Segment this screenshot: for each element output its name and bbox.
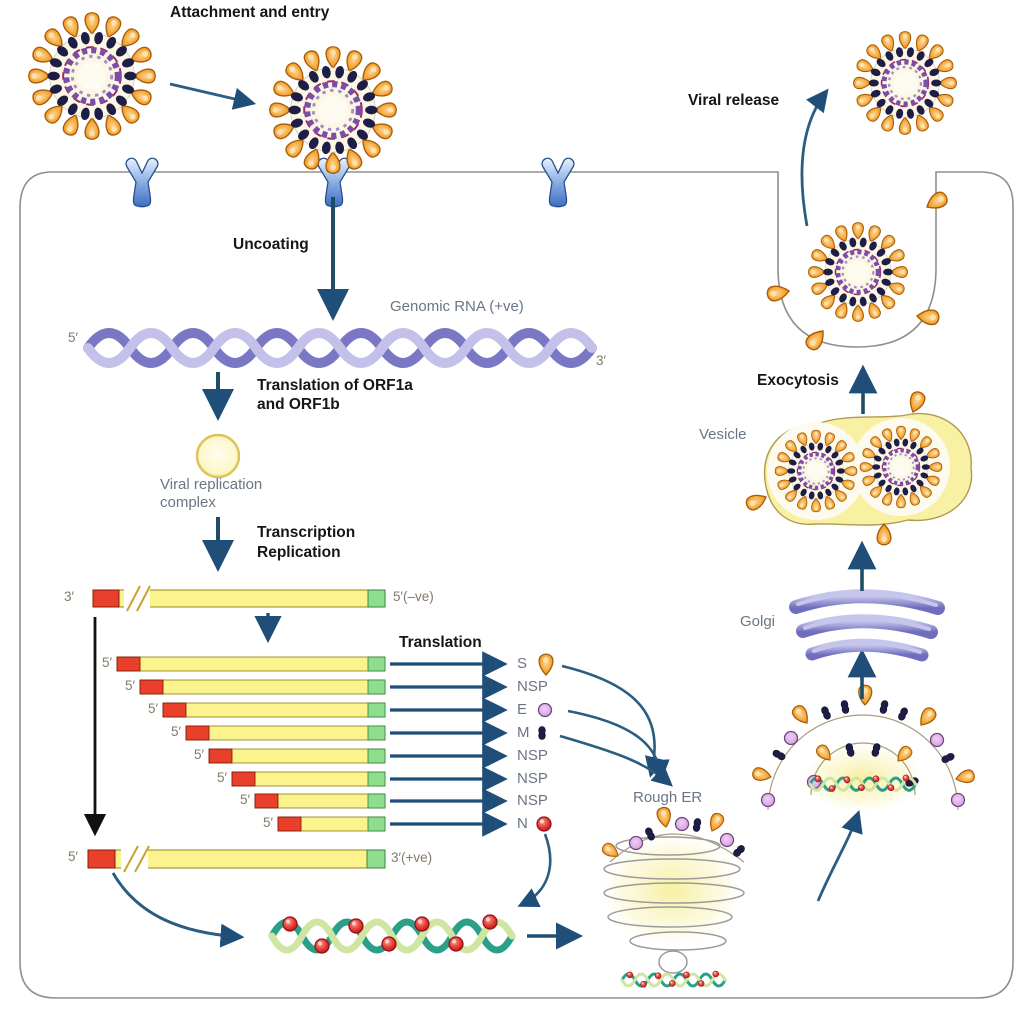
genomic-rna-label: Genomic RNA (+ve) xyxy=(390,298,524,315)
transcription-label: Transcription xyxy=(257,524,356,541)
product-label-nsp: NSP xyxy=(517,678,548,695)
vesicle-label: Vesicle xyxy=(699,426,747,443)
golgi-label: Golgi xyxy=(740,613,776,630)
translation-orf-label-line2: and ORF1b xyxy=(257,396,340,413)
attaching-virion xyxy=(270,47,396,173)
mrna-5prime-label: 5′ xyxy=(170,724,181,739)
viral-release-label: Viral release xyxy=(688,92,780,109)
released-virion xyxy=(854,32,957,135)
genome-3prime-label: 3′ xyxy=(596,353,607,368)
uncoating-label: Uncoating xyxy=(233,236,309,253)
viral-release-arrow xyxy=(800,88,829,227)
n-to-helix-arrow xyxy=(517,833,552,908)
nucleocapsid-protein-icon xyxy=(536,816,552,832)
receptor-icon xyxy=(125,157,159,208)
rough-er-label: Rough ER xyxy=(633,789,703,806)
mrna-5prime-label: 5′ xyxy=(239,792,250,807)
mrna-5prime-label: 5′ xyxy=(147,701,158,716)
receptor-icon xyxy=(541,157,575,208)
mrna-5prime-label: 5′ xyxy=(262,815,273,830)
membrane-protein-icon xyxy=(538,726,546,740)
rough-er xyxy=(598,805,747,974)
protein-to-er-arrows xyxy=(559,664,673,787)
free-virion xyxy=(29,13,155,139)
product-label-e: E xyxy=(517,701,528,718)
replication-label: Replication xyxy=(257,544,341,561)
exocytosis-label: Exocytosis xyxy=(757,372,839,389)
vesicle xyxy=(743,389,973,546)
product-label-nsp: NSP xyxy=(517,747,548,764)
replication-complex-label-line2: complex xyxy=(160,494,216,511)
product-label-s: S xyxy=(517,655,528,672)
mrna-5prime-label: 5′ xyxy=(193,747,204,762)
mrna-ladder-bars xyxy=(116,656,386,832)
mrna-5prime-label: 5′ xyxy=(124,678,135,693)
mrna-5prime-label: 5′ xyxy=(216,770,227,785)
translation-arrows xyxy=(390,651,508,837)
pocket-virion xyxy=(809,223,908,322)
pos-strand-5prime-label: 5′ xyxy=(68,849,79,864)
negative-strand-bar xyxy=(92,585,386,612)
to-budding-arrow xyxy=(816,810,863,902)
spike-protein-icon xyxy=(538,653,554,676)
envelope-protein-icon xyxy=(537,702,553,718)
genome-to-helix-arrow xyxy=(111,872,245,948)
nucleocapsid-helix xyxy=(272,915,512,953)
cell-membrane-outline xyxy=(19,171,1014,999)
vesicle-virion xyxy=(775,430,857,512)
attachment-arrow xyxy=(169,82,257,110)
product-label-m: M xyxy=(517,724,530,741)
product-label-n: N xyxy=(517,815,528,832)
genome-5prime-label: 5′ xyxy=(68,330,79,345)
translation-orf-label-line1: Translation of ORF1a xyxy=(257,377,413,394)
replication-complex-label-line1: Viral replication xyxy=(160,476,263,493)
viral-replication-complex xyxy=(195,433,241,479)
vesicle-virion xyxy=(860,426,942,508)
mrna-5prime-label: 5′ xyxy=(101,655,112,670)
translation-label: Translation xyxy=(399,634,482,651)
neg-strand-3prime-label: 3′ xyxy=(64,589,75,604)
attachment-entry-label: Attachment and entry xyxy=(170,4,330,21)
pos-strand-3prime-label: 3′(+ve) xyxy=(391,850,433,865)
neg-strand-5prime-label: 5′(–ve) xyxy=(393,589,434,604)
positive-strand-bar xyxy=(87,845,386,873)
product-label-nsp: NSP xyxy=(517,770,548,787)
product-label-nsp: NSP xyxy=(517,792,548,809)
budding-arc xyxy=(750,684,977,814)
golgi-apparatus xyxy=(789,589,945,662)
genomic-rna-ribbon xyxy=(83,328,597,368)
